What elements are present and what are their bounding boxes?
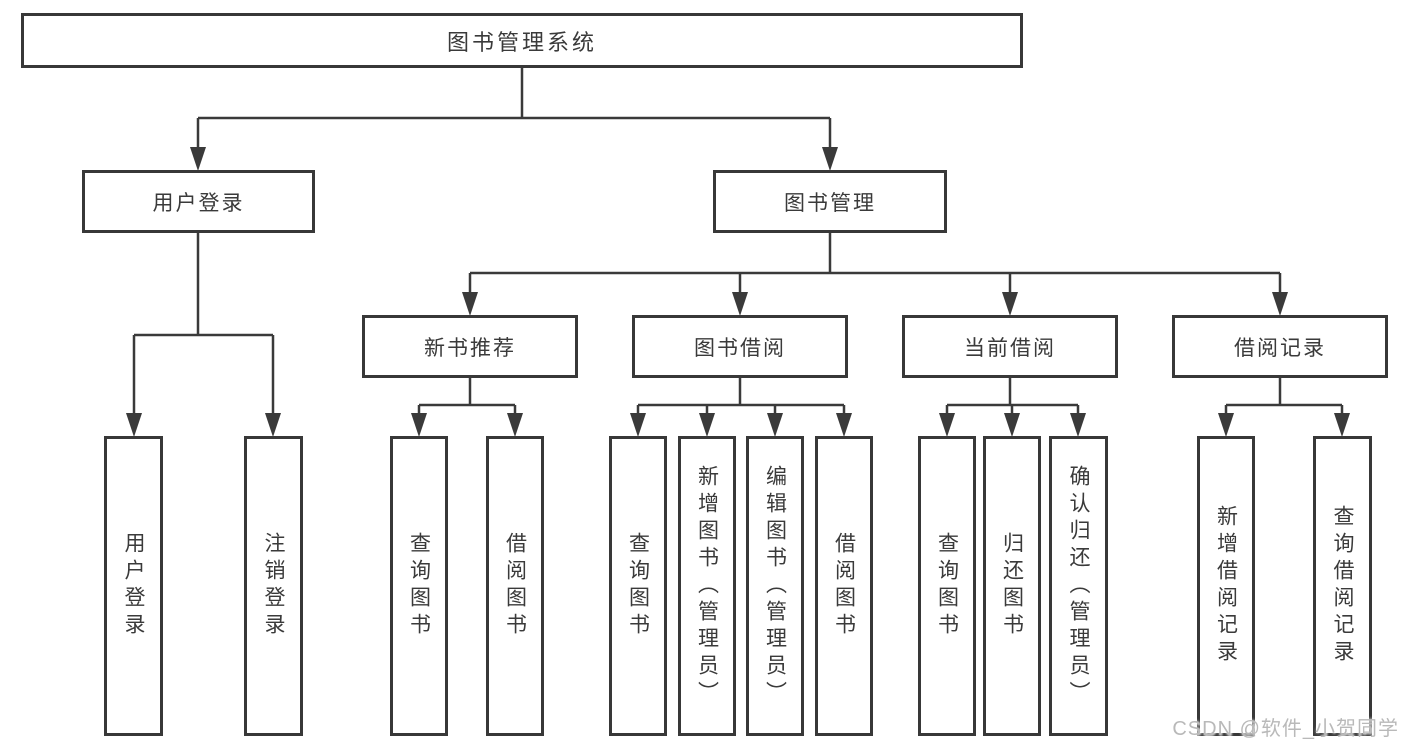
node-label: 图书借阅	[694, 336, 786, 360]
node-book-management: 图书管理	[713, 170, 947, 233]
leaf-bb-add-book-admin: 新增图书（管理员）	[678, 436, 736, 736]
node-label: 编辑图书（管理员）	[763, 464, 787, 708]
node-label: 新增借阅记录	[1214, 505, 1238, 667]
leaf-cb-confirm-return-admin: 确认归还（管理员）	[1049, 436, 1108, 736]
leaf-logout: 注销登录	[244, 436, 303, 736]
node-label: 借阅图书	[503, 532, 527, 640]
node-book-borrowing: 图书借阅	[632, 315, 848, 378]
leaf-cb-return-books: 归还图书	[983, 436, 1041, 736]
node-label: 归还图书	[1000, 532, 1024, 640]
node-label: 图书管理系统	[446, 29, 597, 55]
node-label: 图书管理	[784, 191, 876, 215]
leaf-nbr-query-books: 查询图书	[390, 436, 448, 736]
watermark: CSDN @软件_小贺同学	[1172, 718, 1399, 740]
node-label: 查询图书	[407, 532, 431, 640]
leaf-br-query-record: 查询借阅记录	[1313, 436, 1372, 736]
node-label: 用户登录	[122, 532, 145, 640]
node-label: 新增图书（管理员）	[695, 464, 719, 708]
leaf-bb-query-books: 查询图书	[609, 436, 667, 736]
node-borrowing-records: 借阅记录	[1172, 315, 1388, 378]
leaf-bb-edit-book-admin: 编辑图书（管理员）	[746, 436, 804, 736]
leaf-nbr-borrow-books: 借阅图书	[486, 436, 544, 736]
node-current-borrowing: 当前借阅	[902, 315, 1118, 378]
node-label: 借阅图书	[832, 532, 856, 640]
node-user-login: 用户登录	[82, 170, 315, 233]
node-label: 借阅记录	[1234, 336, 1326, 360]
node-label: 查询借阅记录	[1331, 505, 1354, 667]
node-root: 图书管理系统	[21, 13, 1023, 68]
node-label: 当前借阅	[964, 336, 1056, 360]
node-label: 查询图书	[626, 532, 650, 640]
leaf-br-add-record: 新增借阅记录	[1197, 436, 1255, 736]
node-label: 用户登录	[152, 191, 245, 215]
node-label: 确认归还（管理员）	[1067, 464, 1090, 708]
node-label: 注销登录	[262, 532, 285, 640]
node-label: 新书推荐	[424, 336, 516, 360]
leaf-user-login: 用户登录	[104, 436, 163, 736]
leaf-bb-borrow-books: 借阅图书	[815, 436, 873, 736]
node-label: 查询图书	[935, 532, 959, 640]
node-new-book-recommend: 新书推荐	[362, 315, 578, 378]
leaf-cb-query-books: 查询图书	[918, 436, 976, 736]
